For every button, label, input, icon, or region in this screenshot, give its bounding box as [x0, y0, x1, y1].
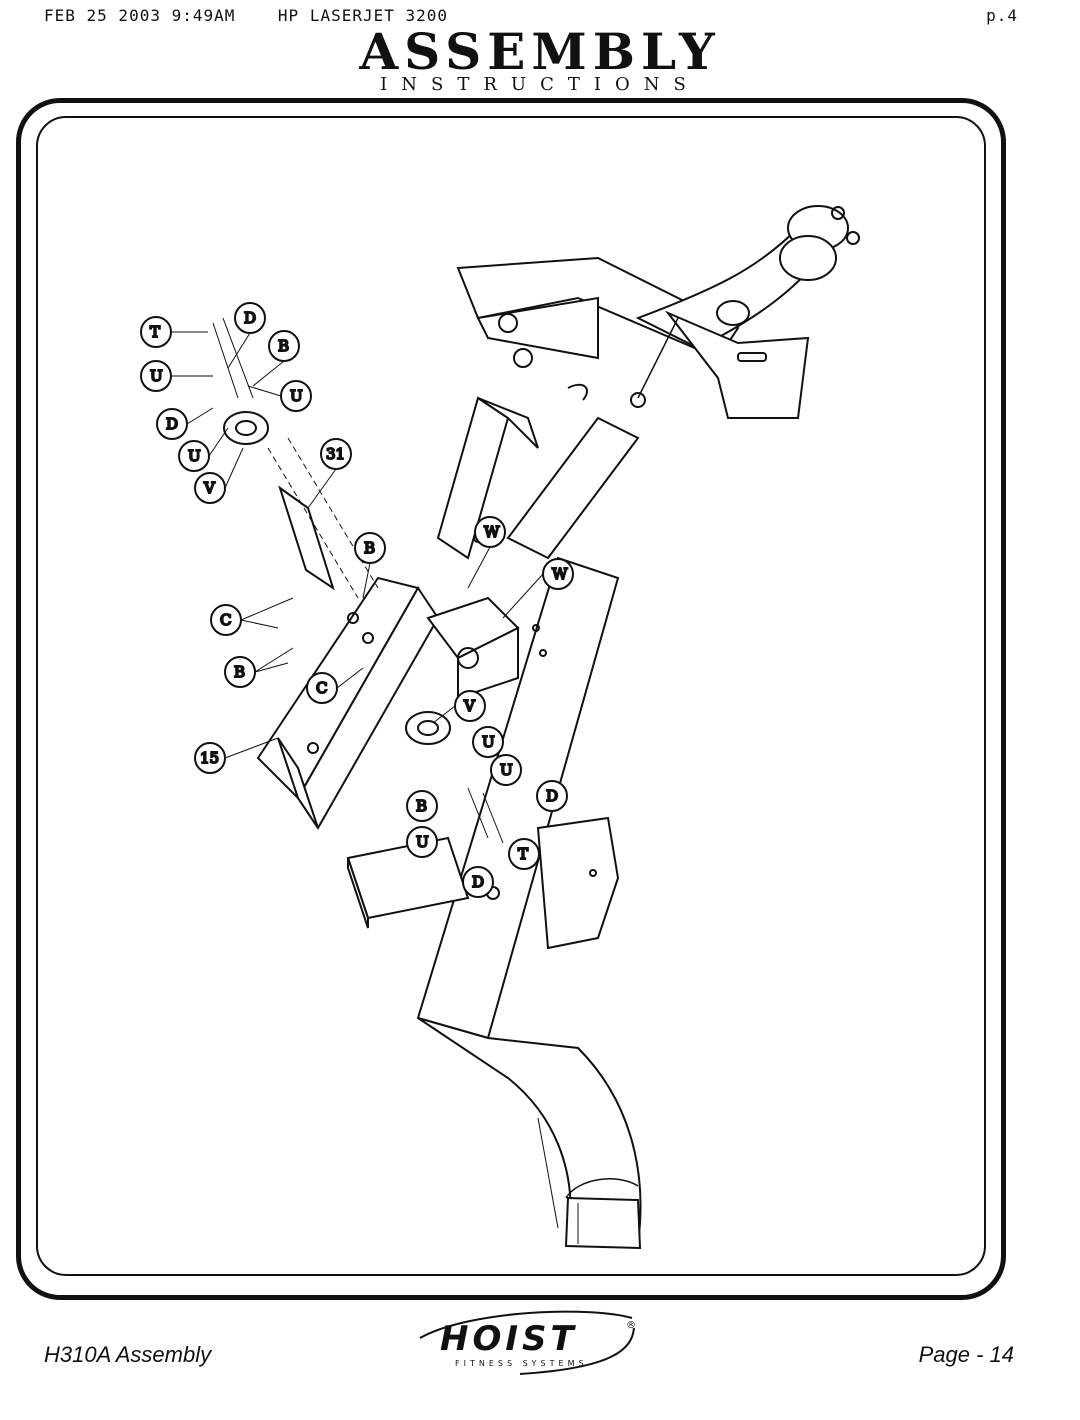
- callout-v-lower: V: [463, 697, 476, 715]
- callout-u-left: U: [188, 447, 201, 465]
- bearing-block-upper: [212, 317, 379, 599]
- pivot-bracket-15: [256, 576, 440, 830]
- fax-header: FEB 25 2003 9:49AM HP LASERJET 3200 p.4: [0, 6, 1080, 28]
- page-title: ASSEMBLY: [359, 22, 721, 81]
- exploded-assembly-diagram: T D B U U D U V 31 B W W C B C 15 V U: [140, 205, 860, 1250]
- page-label: Page - 14: [918, 1342, 1014, 1367]
- lower-cross-tube: [346, 816, 620, 950]
- inner-frame: [36, 116, 986, 1276]
- callout-b-mid: B: [364, 539, 375, 557]
- main-frame-tube: [416, 416, 642, 1250]
- callout-b-left: B: [234, 663, 245, 681]
- fax-page-number: p.4: [986, 6, 1018, 25]
- fax-timestamp: FEB 25 2003 9:49AM HP LASERJET 3200: [44, 6, 449, 25]
- callout-u-upper: U: [150, 367, 163, 385]
- logo-brand: HOIST: [440, 1319, 578, 1359]
- callout-u-right: U: [290, 387, 303, 405]
- callout-t-lower: T: [518, 845, 528, 863]
- logo-registered-mark: ®: [626, 1320, 636, 1331]
- callout-d-left: D: [166, 415, 178, 433]
- callout-v-upper: V: [203, 479, 216, 497]
- callout-c-left: C: [220, 611, 231, 629]
- logo-tagline: FITNESS SYSTEMS: [455, 1359, 588, 1368]
- outer-frame: [16, 98, 1006, 1300]
- callout-d-upper: D: [244, 309, 256, 327]
- upper-arm-assembly: [456, 205, 860, 419]
- callout-c-mid: C: [316, 679, 327, 697]
- pulley-bracket: [426, 596, 547, 700]
- callout-15: 15: [200, 749, 219, 767]
- callout-d-bottom: D: [472, 873, 484, 891]
- callout-31: 31: [326, 445, 345, 463]
- callout-b-lower: B: [416, 797, 427, 815]
- callout-w-lower: W: [552, 565, 568, 583]
- callout-u-lower-1: U: [482, 733, 495, 751]
- seat-plate: [436, 396, 539, 560]
- callout-w-upper: W: [484, 523, 500, 541]
- callout-u-lower-2: U: [500, 761, 513, 779]
- callout-group: T D B U U D U V 31 B W W C B C 15 V U: [140, 302, 574, 898]
- hoist-logo: HOIST ® FITNESS SYSTEMS: [419, 1310, 636, 1375]
- model-label: H310A Assembly: [44, 1342, 212, 1367]
- callout-d-lower: D: [546, 787, 558, 805]
- page-subtitle: INSTRUCTIONS: [380, 74, 700, 95]
- leader-lines: [171, 331, 544, 759]
- callout-b-upper: B: [278, 337, 289, 355]
- callout-t-upper: T: [150, 323, 160, 341]
- callout-u-bottom: U: [416, 833, 429, 851]
- bearing-block-lower: [405, 711, 504, 844]
